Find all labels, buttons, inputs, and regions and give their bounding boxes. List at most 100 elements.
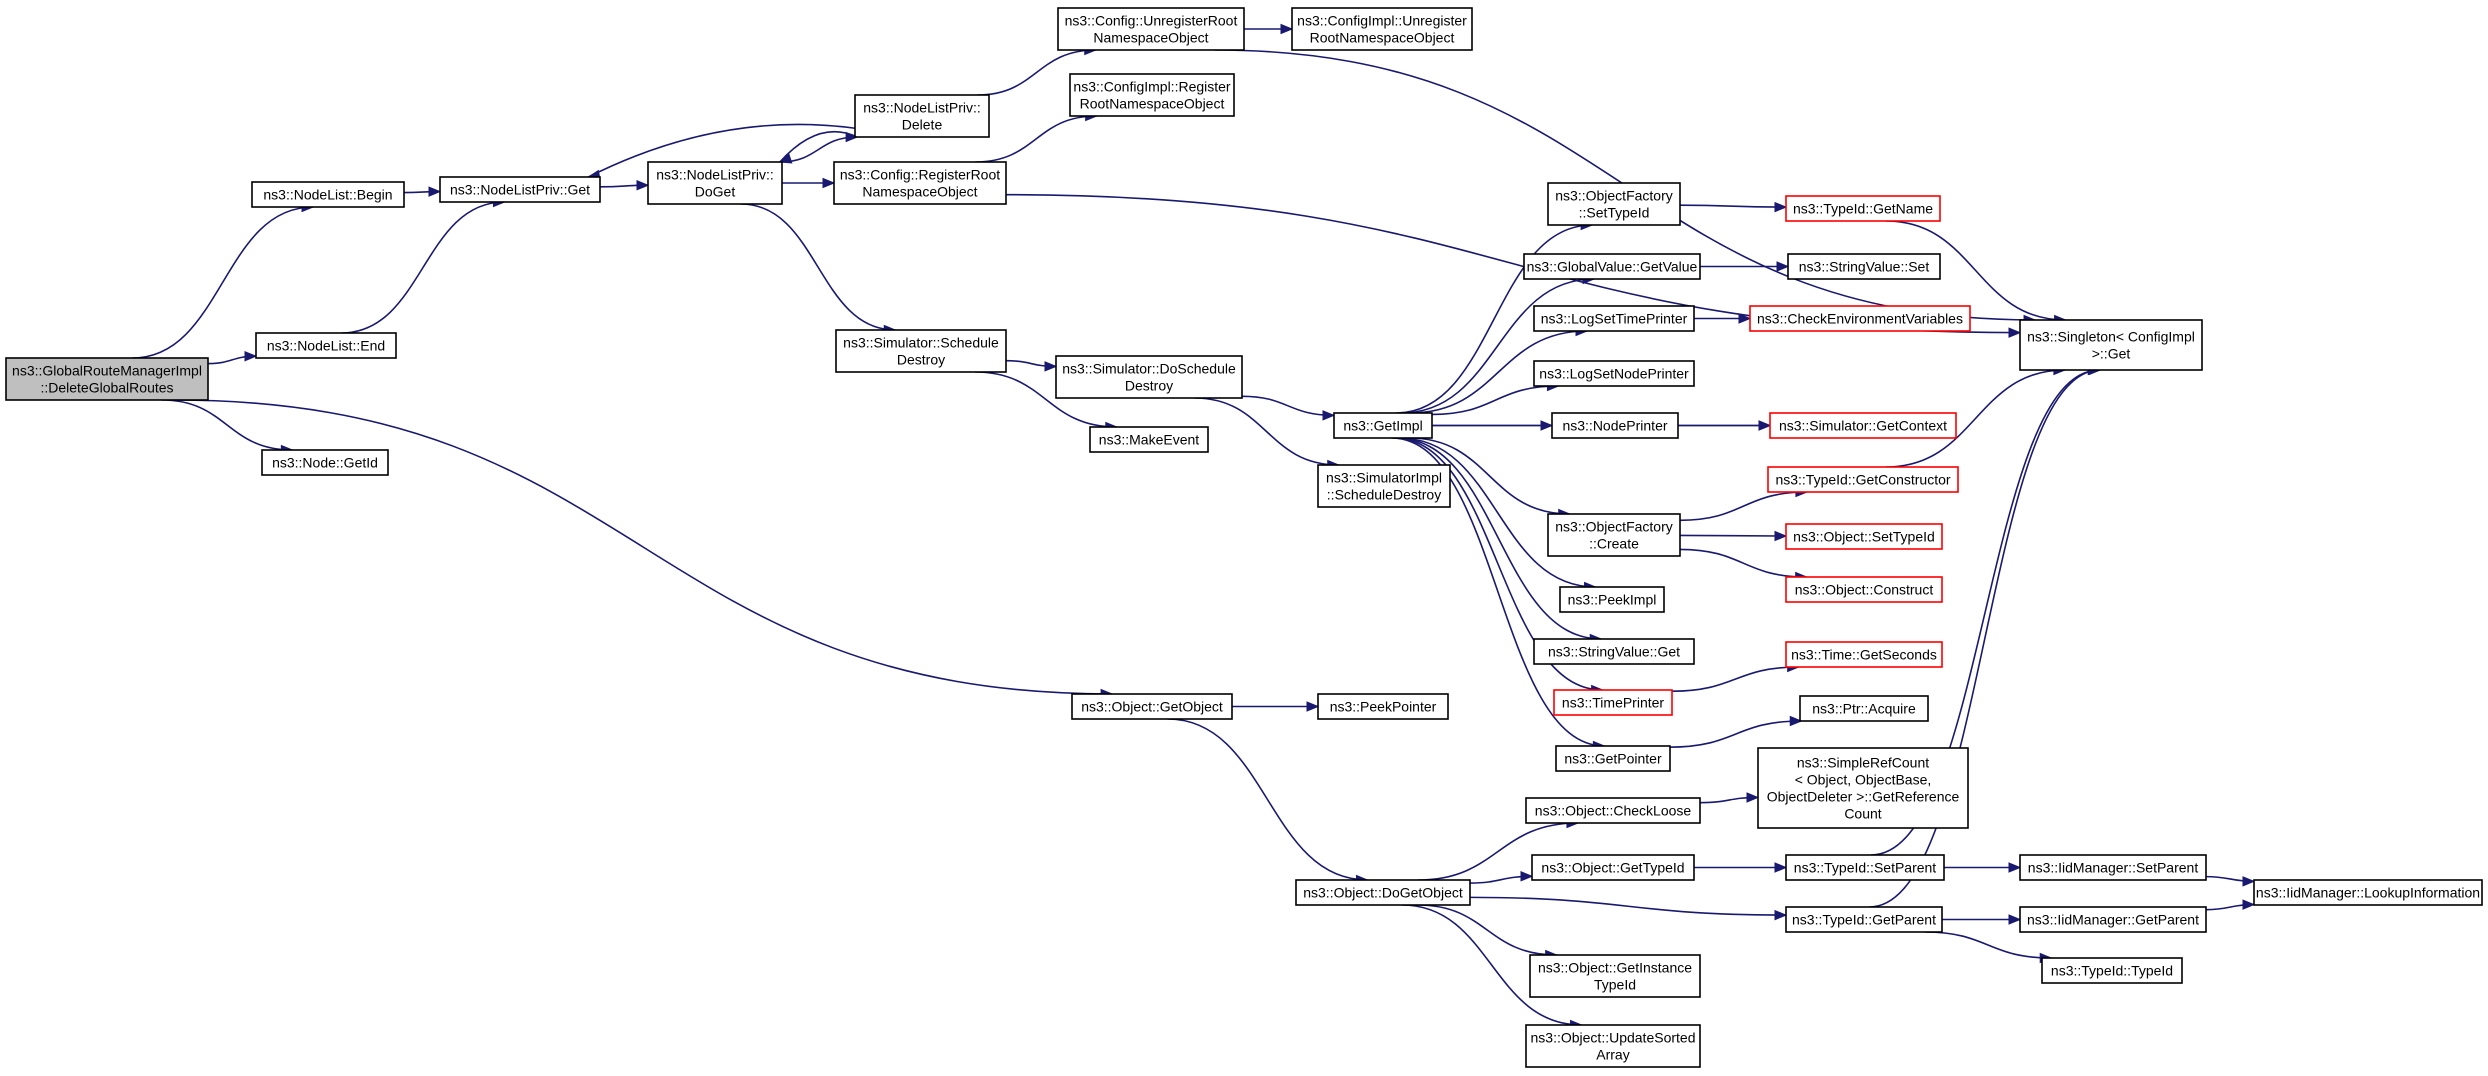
node-box (1533, 638, 1695, 665)
node-label: ns3::Object::CheckLoose (1535, 803, 1692, 819)
node-box (833, 161, 1007, 205)
node-of-create[interactable]: ns3::ObjectFactory::Create (1547, 513, 1681, 557)
node-label: ns3::NodeListPriv:: (863, 100, 981, 116)
node-of-settypeid[interactable]: ns3::ObjectFactory::SetTypeId (1547, 182, 1681, 226)
node-label: ns3::StringValue::Get (1548, 644, 1680, 660)
node-log-set-time-printer[interactable]: ns3::LogSetTimePrinter (1533, 305, 1695, 332)
call-edge-root-to-nl_begin (132, 206, 314, 359)
node-typeid-getparent[interactable]: ns3::TypeId::GetParent (1785, 906, 1943, 933)
node-label: ns3::TypeId::GetName (1793, 201, 1933, 217)
node-box (835, 329, 1007, 373)
node-label: ns3::IidManager::GetParent (2027, 912, 2199, 928)
node-box (1785, 641, 1943, 668)
arrowhead-icon (822, 177, 836, 189)
node-box (1529, 954, 1701, 998)
node-label: RootNamespaceObject (1310, 30, 1455, 46)
node-box (1749, 305, 1971, 332)
node-peek-impl[interactable]: ns3::PeekImpl (1559, 586, 1665, 613)
node-time-printer[interactable]: ns3::TimePrinter (1553, 689, 1673, 716)
node-cfgimpl-reg[interactable]: ns3::ConfigImpl::RegisterRootNamespaceOb… (1069, 73, 1235, 117)
node-label: ns3::Object::GetInstance (1538, 960, 1692, 976)
call-edge-get_impl-to-time_printer (1393, 437, 1603, 691)
node-nl-end[interactable]: ns3::NodeList::End (255, 332, 397, 359)
node-nlp-delete[interactable]: ns3::NodeListPriv::Delete (854, 94, 990, 138)
call-edge-of_create-to-typeid_getconstructor (1679, 491, 1807, 522)
node-iid-lookup[interactable]: ns3::IidManager::LookupInformation (2253, 879, 2483, 906)
call-edge-get_pointer-to-ptr_acquire (1669, 720, 1802, 748)
arrowhead-icon (2008, 327, 2022, 338)
node-cfg-unreg[interactable]: ns3::Config::UnregisterRootNamespaceObje… (1057, 7, 1245, 51)
node-label: ns3::GlobalRouteManagerImpl (12, 363, 202, 379)
node-time-getseconds[interactable]: ns3::Time::GetSeconds (1785, 641, 1943, 668)
node-typeid-setparent[interactable]: ns3::TypeId::SetParent (1785, 854, 1945, 881)
node-sim-getcontext[interactable]: ns3::Simulator::GetContext (1769, 412, 1957, 439)
node-label: < Object, ObjectBase, (1795, 772, 1932, 788)
node-iid-setparent[interactable]: ns3::IidManager::SetParent (2019, 854, 2207, 881)
arrowhead-icon (1774, 530, 1788, 542)
node-box (1291, 7, 1473, 51)
node-node-getid[interactable]: ns3::Node::GetId (261, 449, 389, 476)
node-label: ns3::Time::GetSeconds (1791, 647, 1937, 663)
node-sv-set[interactable]: ns3::StringValue::Set (1787, 253, 1941, 280)
node-obj-settypeid[interactable]: ns3::Object::SetTypeId (1785, 523, 1943, 550)
node-make-event[interactable]: ns3::MakeEvent (1089, 426, 1209, 453)
node-node-printer[interactable]: ns3::NodePrinter (1551, 412, 1679, 439)
node-obj-getobject[interactable]: ns3::Object::GetObject (1071, 693, 1233, 720)
node-sim-schedule-destroy[interactable]: ns3::Simulator::ScheduleDestroy (835, 329, 1007, 373)
node-get-pointer[interactable]: ns3::GetPointer (1555, 745, 1671, 772)
node-get-impl[interactable]: ns3::GetImpl (1333, 412, 1433, 439)
call-edge-cfg_reg-to-cfgimpl_reg (975, 115, 1097, 163)
node-label: ns3::NodeList::Begin (263, 187, 392, 203)
node-iid-getparent[interactable]: ns3::IidManager::GetParent (2019, 906, 2207, 933)
call-edge-of_create-to-obj_settypeid (1679, 534, 1787, 537)
node-singleton-get[interactable]: ns3::Singleton< ConfigImpl >::Get (2019, 319, 2203, 371)
node-log-set-node-printer[interactable]: ns3::LogSetNodePrinter (1533, 360, 1695, 387)
node-label: ns3::Config::RegisterRoot (840, 167, 1000, 183)
node-typeid-typeid[interactable]: ns3::TypeId::TypeId (2041, 957, 2183, 984)
node-nl-begin[interactable]: ns3::NodeList::Begin (251, 181, 405, 208)
node-label: ns3::Simulator::DoSchedule (1062, 361, 1236, 377)
node-label: ns3::PeekPointer (1330, 699, 1437, 715)
node-obj-checkloose[interactable]: ns3::Object::CheckLoose (1525, 797, 1701, 824)
node-nlp-doget[interactable]: ns3::NodeListPriv::DoGet (647, 161, 783, 205)
node-typeid-getconstructor[interactable]: ns3::TypeId::GetConstructor (1767, 466, 1959, 493)
node-label: ns3::Ptr::Acquire (1812, 701, 1916, 717)
node-ptr-acquire[interactable]: ns3::Ptr::Acquire (1799, 695, 1929, 722)
node-nlp-get[interactable]: ns3::NodeListPriv::Get (439, 176, 601, 203)
node-box (2041, 957, 2183, 984)
call-edge-sim_schedule_destroy-to-make_event (975, 371, 1117, 428)
node-label: NamespaceObject (862, 184, 977, 200)
node-obj-dogetobject[interactable]: ns3::Object::DoGetObject (1295, 879, 1471, 906)
call-graph-nodes: ns3::GlobalRouteManagerImpl::DeleteGloba… (5, 7, 2483, 1068)
arrowhead-icon (2242, 899, 2256, 910)
call-edge-nlp_delete-to-cfg_unreg (977, 49, 1096, 96)
node-box (255, 332, 397, 359)
call-edge-time_printer-to-time_getseconds (1671, 666, 1799, 693)
node-label: ns3::NodeListPriv:: (656, 167, 774, 183)
node-label: ns3::LogSetNodePrinter (1539, 366, 1689, 382)
call-edge-of_create-to-obj_construct (1679, 548, 1807, 578)
arrowhead-icon (1520, 871, 1534, 882)
node-obj-gettypeid[interactable]: ns3::Object::GetTypeId (1531, 854, 1695, 881)
arrowhead-icon (778, 153, 793, 164)
call-edge-obj_getobject-to-obj_dogetobject (1167, 718, 1368, 881)
node-peek-pointer[interactable]: ns3::PeekPointer (1317, 693, 1449, 720)
node-cfgimpl-unreg[interactable]: ns3::ConfigImpl::UnregisterRootNamespace… (1291, 7, 1473, 51)
node-label: ns3::IidManager::SetParent (2028, 860, 2199, 876)
node-box (1785, 523, 1943, 550)
node-label: ns3::TypeId::SetParent (1794, 860, 1937, 876)
node-check-env-vars[interactable]: ns3::CheckEnvironmentVariables (1749, 305, 1971, 332)
node-simimpl-schedule-destroy[interactable]: ns3::SimulatorImpl::ScheduleDestroy (1317, 464, 1451, 508)
arrowhead-icon (1280, 23, 1294, 35)
node-typeid-getname[interactable]: ns3::TypeId::GetName (1785, 195, 1941, 222)
node-obj-construct[interactable]: ns3::Object::Construct (1785, 576, 1943, 603)
node-sv-get[interactable]: ns3::StringValue::Get (1533, 638, 1695, 665)
node-label: Delete (902, 117, 943, 133)
node-root[interactable]: ns3::GlobalRouteManagerImpl::DeleteGloba… (5, 357, 209, 401)
node-simple-ref-count[interactable]: ns3::SimpleRefCount< Object, ObjectBase,… (1757, 747, 1969, 829)
node-gv-getvalue[interactable]: ns3::GlobalValue::GetValue (1523, 253, 1701, 280)
